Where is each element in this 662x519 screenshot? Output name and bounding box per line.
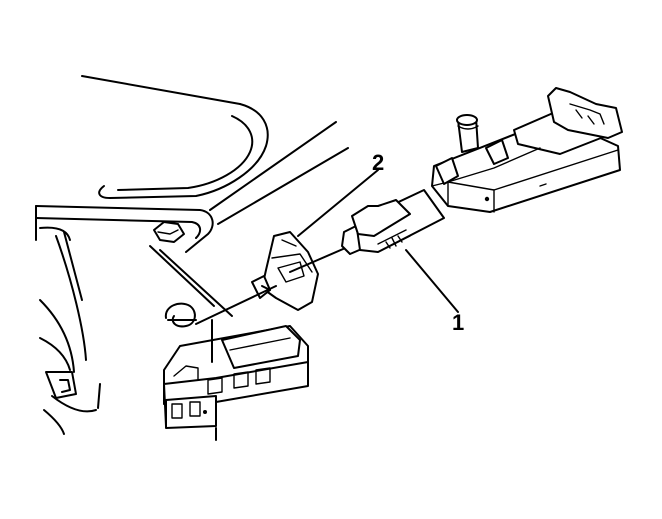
steering-column-structure [35, 75, 349, 435]
callout-label-2: 2 [372, 150, 384, 175]
leader-line-1 [405, 249, 459, 313]
leader-line-2 [297, 169, 379, 237]
leader-lines [297, 169, 459, 313]
lock-cylinder-assembly [195, 87, 623, 325]
sensor-housing [251, 231, 319, 311]
bolt-head [153, 221, 185, 243]
lower-connector-block [163, 319, 309, 441]
retaining-clip [164, 302, 197, 328]
callout-label-1: 1 [452, 310, 464, 335]
